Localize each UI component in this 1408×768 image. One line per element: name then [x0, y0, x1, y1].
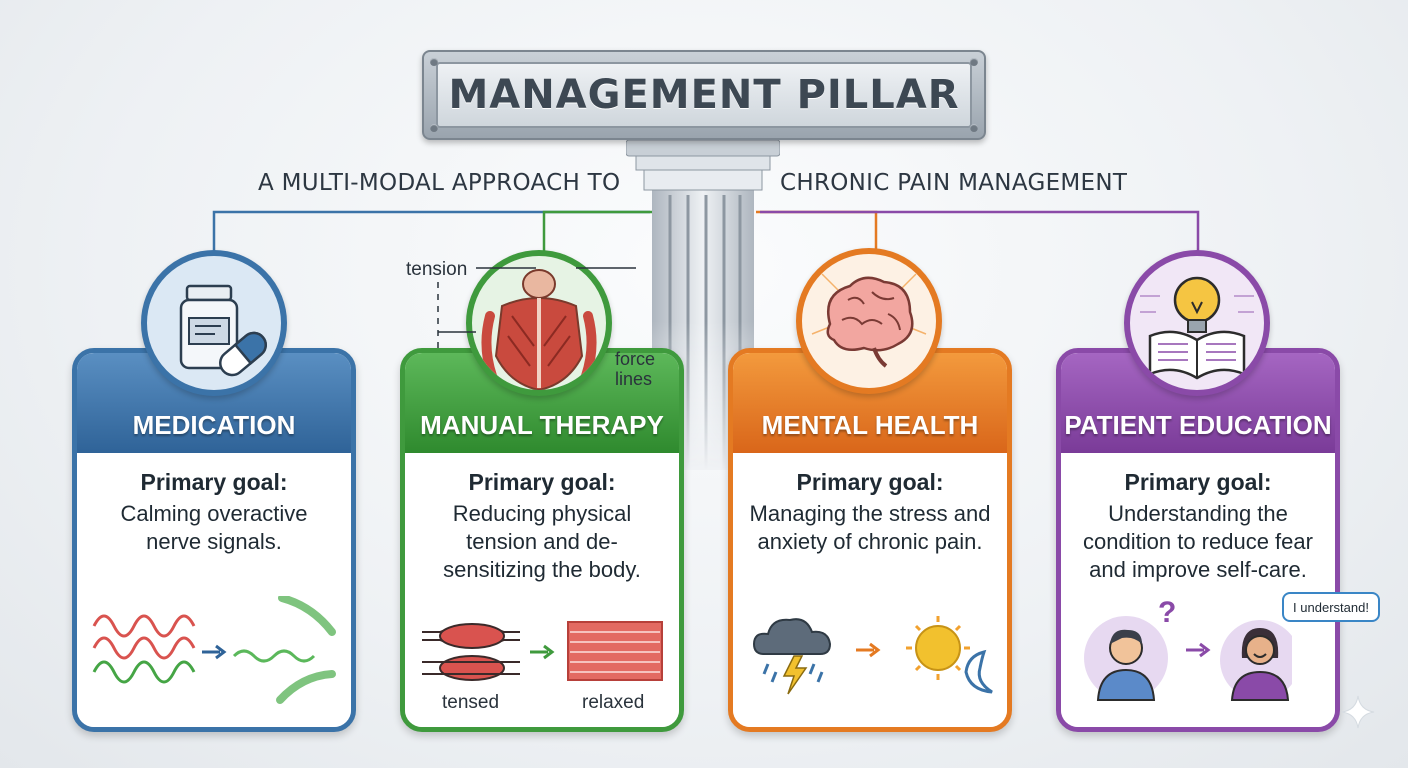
book-lightbulb-icon [1124, 250, 1270, 396]
svg-text:?: ? [1158, 598, 1176, 629]
nerve-signal-icon [92, 596, 336, 704]
back-muscles-icon [466, 250, 612, 396]
page-title: MANAGEMENT PILLAR [448, 72, 960, 118]
brain-icon [796, 248, 942, 394]
force-lines-label: force lines [615, 349, 656, 389]
card-header: MANUAL THERAPY [405, 353, 679, 453]
card-title-manual-therapy: MANUAL THERAPY [420, 410, 664, 440]
patient-understanding-icon: ? [1084, 598, 1292, 701]
goal-label: Primary goal: [1124, 469, 1272, 495]
pill-bottle-capsule-icon [141, 250, 287, 396]
goal-text: Understanding the condition to reduce fe… [1083, 501, 1313, 582]
card-body: Primary goal: Managing the stress and an… [733, 453, 1007, 727]
goal-label: Primary goal: [796, 469, 944, 495]
rivet [430, 58, 438, 66]
muscle-tensed-relaxed-icon [422, 621, 663, 681]
card-title-mental-health: MENTAL HEALTH [761, 410, 979, 440]
card-title-medication: MEDICATION [132, 410, 296, 440]
card-body: Primary goal: Reducing physical tension … [405, 453, 679, 727]
goal-text: Managing the stress and anxiety of chron… [749, 501, 991, 554]
subtitle-right: CHRONIC PAIN MANAGEMENT [780, 170, 1128, 196]
storm-to-sun-icon [752, 616, 993, 695]
title-plate: MANAGEMENT PILLAR [422, 50, 986, 140]
card-mental-health: MENTAL HEALTH Primary goal: Managing the… [728, 348, 1012, 732]
goal-text: Reducing physical tension and de-sensiti… [443, 501, 641, 582]
goal-text: Calming overactive nerve signals. [120, 501, 308, 554]
rivet [970, 58, 978, 66]
subtitle-left: A MULTI-MODAL APPROACH TO [258, 170, 621, 196]
sparkle-icon [1341, 695, 1375, 729]
tension-pointer-lines [437, 267, 636, 352]
rivet [430, 124, 438, 132]
tensed-label: tensed [442, 692, 500, 713]
card-title-patient-education: PATIENT EDUCATION [1064, 410, 1332, 440]
relaxed-label: relaxed [582, 692, 645, 713]
goal-label: Primary goal: [468, 469, 616, 495]
speech-bubble: I understand! [1282, 592, 1380, 622]
tension-label: tension [406, 259, 468, 280]
goal-label: Primary goal: [140, 469, 288, 495]
rivet [970, 124, 978, 132]
pillar-capital [625, 139, 781, 192]
